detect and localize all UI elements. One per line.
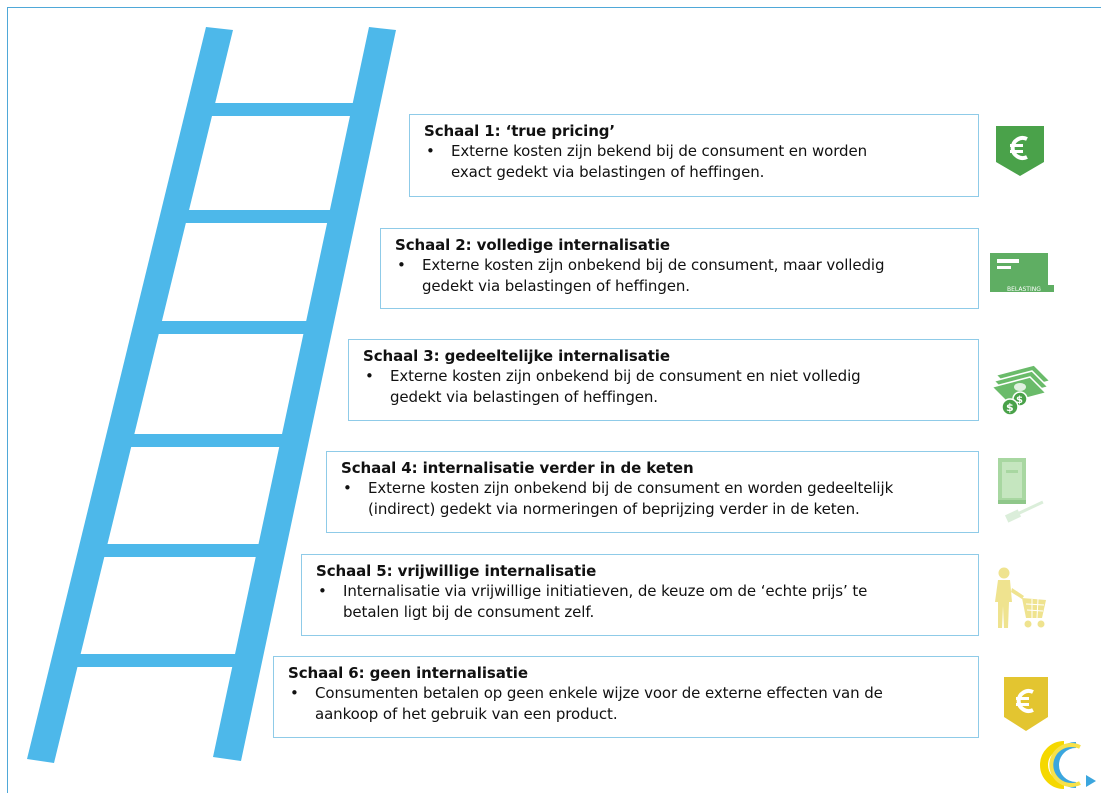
ladder-rung	[156, 321, 326, 334]
step-bullet: Externe kosten zijn onbekend bij de cons…	[395, 255, 968, 297]
step-box-4: Schaal 4: internalisatie verder in de ke…	[326, 451, 979, 533]
bullet-line: aankoop of het gebruik van een product.	[315, 705, 618, 723]
ladder-rung	[183, 210, 349, 223]
step-box-6: Schaal 6: geen internalisatie Consumente…	[273, 656, 979, 738]
ladder-right-rail	[213, 27, 396, 761]
step-title: Schaal 1: ‘true pricing’	[424, 122, 616, 140]
step-box-1: Schaal 1: ‘true pricing’ Externe kosten …	[409, 114, 979, 197]
svg-text:$: $	[1016, 395, 1023, 406]
ladder-rung	[128, 434, 302, 447]
bullet-line: exact gedekt via belastingen of heffinge…	[451, 163, 765, 181]
step-bullet: Consumenten betalen op geen enkele wijze…	[288, 683, 968, 725]
euro-shield-icon	[996, 126, 1044, 176]
step-title: Schaal 2: volledige internalisatie	[395, 236, 670, 254]
bullet-line: Externe kosten zijn onbekend bij de cons…	[368, 479, 894, 497]
step-title: Schaal 3: gedeeltelijke internalisatie	[363, 347, 670, 365]
bullet-line: Consumenten betalen op geen enkele wijze…	[315, 684, 883, 702]
law-book-gavel-icon	[998, 458, 1044, 523]
step-box-5: Schaal 5: vrijwillige internalisatie Int…	[301, 554, 979, 636]
bullet-line: gedekt via belastingen of heffingen.	[390, 388, 658, 406]
step-bullet: Externe kosten zijn onbekend bij de cons…	[341, 478, 968, 520]
step-box-3: Schaal 3: gedeeltelijke internalisatie E…	[348, 339, 979, 421]
bullet-line: Internalisatie via vrijwillige initiatie…	[343, 582, 868, 600]
bullet-line: (indirect) gedekt via normeringen of bep…	[368, 500, 860, 518]
money-stack-icon: $ $	[990, 364, 1052, 416]
ladder-rung	[72, 654, 254, 667]
tax-envelope-icon: BELASTING	[990, 253, 1054, 293]
step-bullet: Externe kosten zijn onbekend bij de cons…	[363, 366, 968, 408]
step-bullet: Internalisatie via vrijwillige initiatie…	[316, 581, 968, 623]
step-title: Schaal 4: internalisatie verder in de ke…	[341, 459, 694, 477]
step-bullet: Externe kosten zijn bekend bij de consum…	[424, 141, 968, 183]
diagram-frame	[7, 7, 1101, 793]
euro-shield-icon	[1004, 677, 1048, 731]
step-box-2: Schaal 2: volledige internalisatie Exter…	[380, 228, 979, 309]
bullet-line: betalen ligt bij de consument zelf.	[343, 603, 595, 621]
bullet-line: Externe kosten zijn onbekend bij de cons…	[422, 256, 885, 274]
ladder-left-rail	[27, 27, 233, 763]
ladder-rung	[100, 544, 278, 557]
svg-text:$: $	[1006, 401, 1014, 414]
shopper-cart-icon	[995, 567, 1046, 628]
bullet-line: Externe kosten zijn onbekend bij de cons…	[390, 367, 861, 385]
brand-logo	[1040, 741, 1096, 789]
bullet-line: Externe kosten zijn bekend bij de consum…	[451, 142, 868, 160]
step-title: Schaal 6: geen internalisatie	[288, 664, 528, 682]
bullet-line: gedekt via belastingen of heffingen.	[422, 277, 690, 295]
ladder-rung	[210, 103, 372, 116]
tax-label: BELASTING	[1007, 286, 1041, 293]
step-title: Schaal 5: vrijwillige internalisatie	[316, 562, 597, 580]
